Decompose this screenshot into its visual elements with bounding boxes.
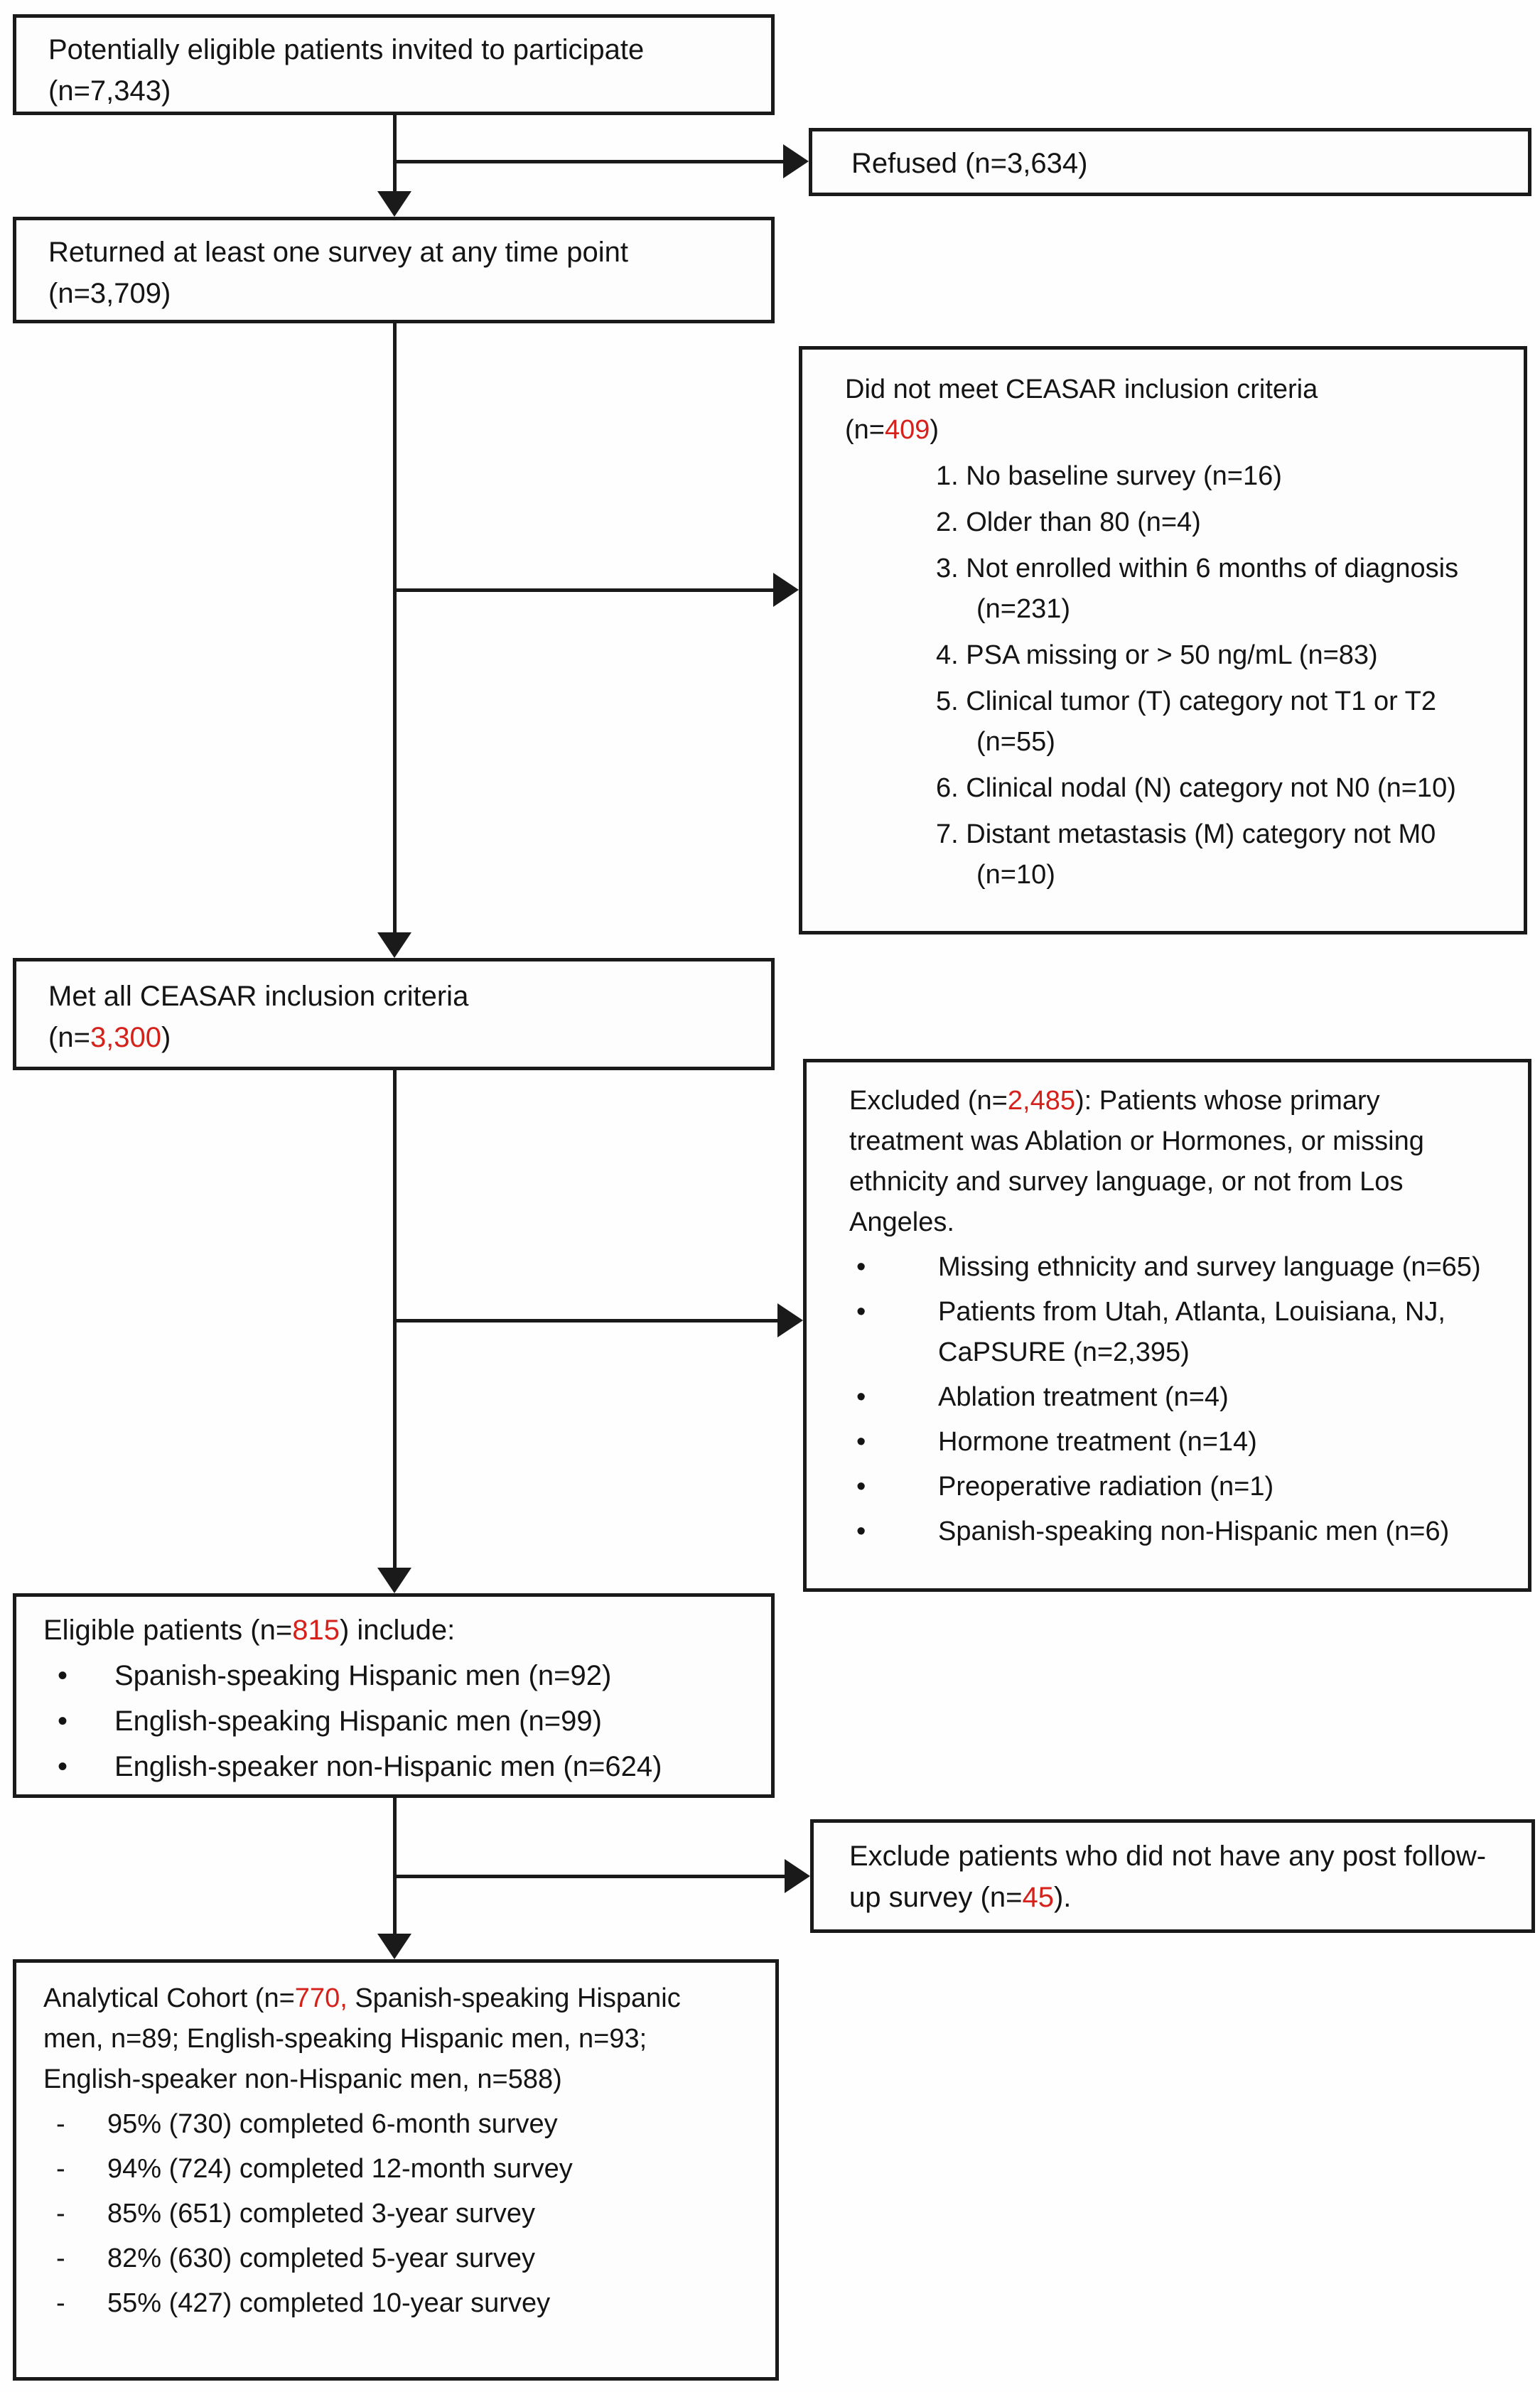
excluded-item-text: Spanish-speaking non-Hispanic men (n=6) (938, 1516, 1450, 1546)
box-potentially-eligible: Potentially eligible patients invited to… (13, 14, 775, 115)
eligible-item: • English-speaker non-Hispanic men (n=62… (43, 1746, 743, 1787)
excluded-item: • Patients from Utah, Atlanta, Louisiana… (849, 1292, 1496, 1373)
eligible-item-text: Spanish-speaking Hispanic men (n=92) (114, 1660, 612, 1691)
eligible-item-text: English-speaker non-Hispanic men (n=624) (114, 1751, 662, 1782)
n-value-red: 2,485 (1007, 1086, 1075, 1116)
box-title: Returned at least one survey at any time… (48, 237, 629, 268)
bullet-marker: • (856, 1297, 866, 1327)
bullet-marker: • (58, 1751, 68, 1782)
excluded-item-text: Hormone treatment (n=14) (938, 1427, 1257, 1457)
excluded-item: • Spanish-speaking non-Hispanic men (n=6… (849, 1512, 1496, 1552)
excluded-item-text: Ablation treatment (n=4) (938, 1382, 1229, 1412)
completion-item: - 95% (730) completed 6-month survey (43, 2104, 747, 2145)
arrowhead-into-notmet (773, 573, 799, 607)
exclusion-criterion-item: 1. No baseline survey (n=16) (936, 461, 1282, 491)
n-value-red: 409 (884, 415, 930, 445)
box-n-value: (n=409) (845, 415, 939, 445)
box-met-all-criteria: Met all CEASAR inclusion criteria (n=3,3… (13, 958, 775, 1070)
dash-marker: - (56, 2243, 65, 2273)
arrowhead-into-refused (783, 144, 809, 178)
excluded-item-text: Missing ethnicity and survey language (n… (938, 1252, 1481, 1282)
dash-marker: - (56, 2288, 65, 2318)
box-refused: Refused (n=3,634) (809, 128, 1531, 196)
box-title: Analytical Cohort (n=770, Spanish-speaki… (43, 1983, 681, 2094)
completion-item-text: 95% (730) completed 6-month survey (107, 2109, 558, 2139)
connector-branch-notmet (393, 588, 773, 592)
exclusion-criterion-item: 7. Distant metastasis (M) category not M… (936, 819, 1436, 890)
connector-invited-returned (393, 115, 397, 192)
excluded-item: • Hormone treatment (n=14) (849, 1422, 1496, 1462)
box-returned-survey: Returned at least one survey at any time… (13, 217, 775, 323)
bullet-marker: • (58, 1706, 68, 1737)
connector-branch-refused (393, 160, 783, 163)
completion-item-text: 85% (651) completed 3-year survey (107, 2199, 535, 2229)
connector-branch-excluded (393, 1319, 777, 1322)
dash-marker: - (56, 2154, 65, 2184)
completion-item-text: 94% (724) completed 12-month survey (107, 2154, 573, 2184)
box-eligible-patients: Eligible patients (n=815) include: • Spa… (13, 1593, 775, 1798)
bullet-marker: • (856, 1382, 866, 1412)
bullet-marker: • (856, 1252, 866, 1282)
arrowhead-into-analytical (377, 1934, 411, 1959)
bullet-marker: • (856, 1472, 866, 1502)
box-exclude-no-followup: Exclude patients who did not have any po… (810, 1819, 1535, 1933)
excluded-item: • Missing ethnicity and survey language … (849, 1247, 1496, 1288)
connector-eligible-analytical (393, 1798, 397, 1934)
completion-item: - 94% (724) completed 12-month survey (43, 2149, 747, 2189)
arrowhead-into-eligible (377, 1568, 411, 1593)
arrowhead-into-followup (785, 1859, 810, 1893)
eligible-item: • Spanish-speaking Hispanic men (n=92) (43, 1655, 743, 1696)
completion-item: - 85% (651) completed 3-year survey (43, 2194, 747, 2234)
box-n-value: (n=3,709) (48, 278, 171, 309)
eligible-item-text: English-speaking Hispanic men (n=99) (114, 1706, 602, 1737)
dash-marker: - (56, 2109, 65, 2139)
bullet-marker: • (856, 1427, 866, 1457)
bullet-marker: • (856, 1516, 866, 1546)
exclusion-criterion-item: 6. Clinical nodal (N) category not N0 (n… (936, 773, 1456, 803)
completion-item-text: 82% (630) completed 5-year survey (107, 2243, 535, 2273)
eligible-item: • English-speaking Hispanic men (n=99) (43, 1701, 743, 1742)
box-not-met-criteria: Did not meet CEASAR inclusion criteria (… (799, 346, 1527, 934)
bullet-marker: • (58, 1660, 68, 1691)
excluded-item: • Preoperative radiation (n=1) (849, 1467, 1496, 1507)
box-title: Refused (n=3,634) (851, 148, 1088, 179)
n-value-red: 45 (1022, 1882, 1054, 1913)
box-excluded: Excluded (n=2,485): Patients whose prima… (803, 1059, 1531, 1592)
dash-marker: - (56, 2199, 65, 2229)
excluded-item: • Ablation treatment (n=4) (849, 1377, 1496, 1418)
box-n-value: (n=7,343) (48, 75, 171, 107)
arrowhead-into-metall (377, 932, 411, 958)
connector-returned-metall (393, 323, 397, 932)
connector-branch-followup (393, 1875, 785, 1878)
n-value-red: 3,300 (90, 1022, 162, 1053)
exclusion-criterion-item: 4. PSA missing or > 50 ng/mL (n=83) (936, 640, 1378, 670)
box-title: Eligible patients (n=815) include: (43, 1615, 456, 1646)
excluded-item-text: Patients from Utah, Atlanta, Louisiana, … (938, 1297, 1445, 1367)
excluded-item-text: Preoperative radiation (n=1) (938, 1472, 1274, 1502)
box-n-value: (n=3,300) (48, 1022, 171, 1053)
box-title: Exclude patients who did not have any po… (849, 1841, 1487, 1913)
n-value-red: 770, (294, 1983, 348, 2013)
box-analytical-cohort: Analytical Cohort (n=770, Spanish-speaki… (13, 1959, 779, 2381)
completion-item: - 55% (427) completed 10-year survey (43, 2283, 747, 2324)
completion-item: - 82% (630) completed 5-year survey (43, 2239, 747, 2279)
box-title: Met all CEASAR inclusion criteria (48, 981, 469, 1012)
n-value-red: 815 (292, 1615, 340, 1646)
box-title: Potentially eligible patients invited to… (48, 34, 645, 65)
exclusion-criterion-item: 5. Clinical tumor (T) category not T1 or… (936, 686, 1436, 757)
completion-item-text: 55% (427) completed 10-year survey (107, 2288, 551, 2318)
exclusion-criterion-item: 2. Older than 80 (n=4) (936, 507, 1201, 537)
arrowhead-into-returned (377, 191, 411, 217)
box-title: Did not meet CEASAR inclusion criteria (845, 375, 1318, 404)
arrowhead-into-excluded (777, 1303, 803, 1337)
box-title: Excluded (n=2,485): Patients whose prima… (849, 1086, 1424, 1237)
exclusion-criterion-item: 3. Not enrolled within 6 months of diagn… (936, 554, 1459, 624)
